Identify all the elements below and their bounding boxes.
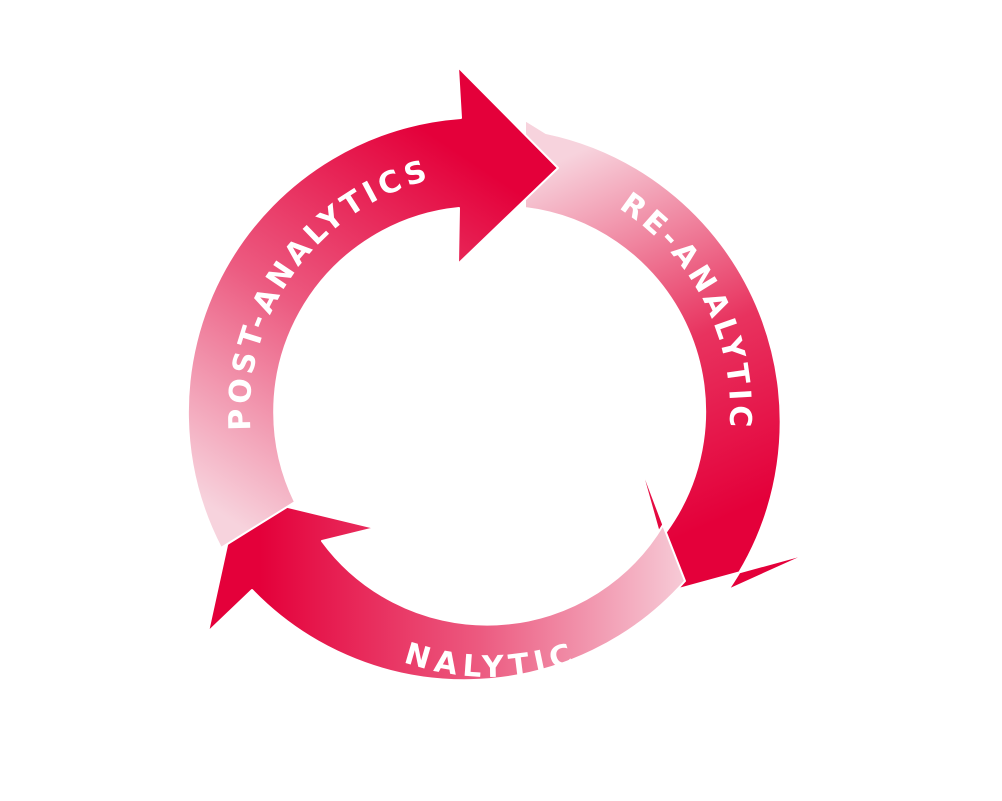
analytics-arrow xyxy=(207,494,686,682)
post-analytics-arrow xyxy=(186,66,559,549)
pre-analytics-arrow xyxy=(524,119,811,591)
